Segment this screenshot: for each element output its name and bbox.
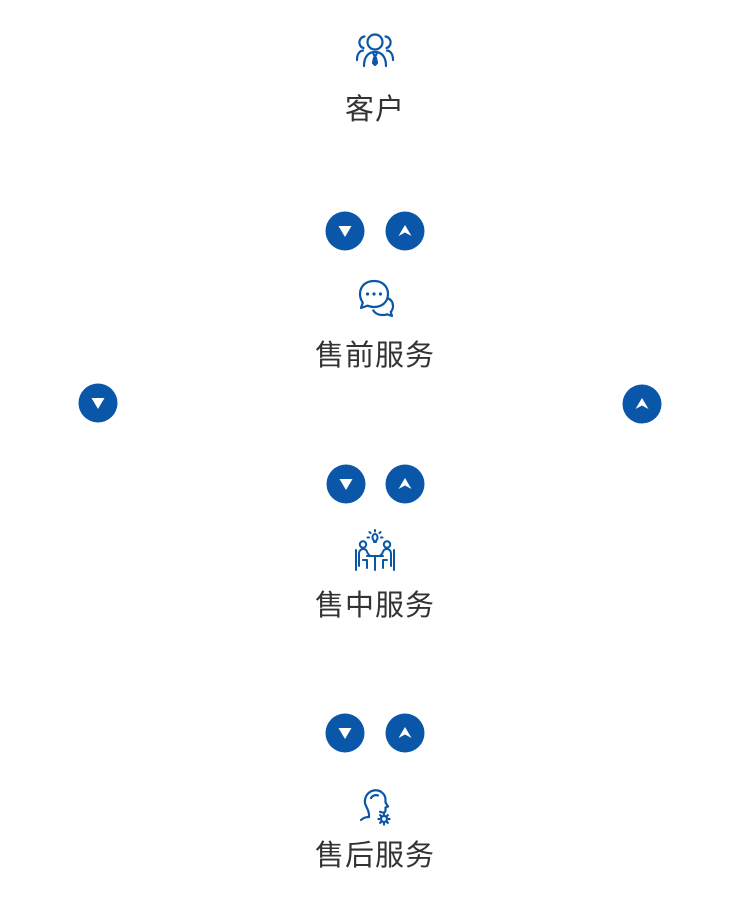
chevron-up-icon <box>385 464 425 504</box>
move-up-button[interactable] <box>385 713 425 753</box>
chevron-down-icon <box>326 464 366 504</box>
chevron-up-icon <box>622 384 662 424</box>
chevron-up-icon <box>385 211 425 251</box>
customer-group-icon <box>345 27 405 73</box>
move-down-button[interactable] <box>325 211 365 251</box>
stage-label-insales: 售中服务 <box>314 588 435 622</box>
move-down-button[interactable] <box>325 713 365 753</box>
move-up-button-right[interactable] <box>622 384 662 424</box>
move-down-button[interactable] <box>326 464 366 504</box>
meeting-table-icon <box>345 527 405 573</box>
stage-label-aftersales: 售后服务 <box>314 838 435 872</box>
chevron-down-icon <box>325 211 365 251</box>
stage-label-customer: 客户 <box>344 92 405 126</box>
move-up-button[interactable] <box>385 211 425 251</box>
move-down-button-left[interactable] <box>78 383 118 423</box>
chevron-up-icon <box>385 713 425 753</box>
chevron-down-icon <box>78 383 118 423</box>
move-up-button[interactable] <box>385 464 425 504</box>
stage-label-presales: 售前服务 <box>314 338 435 372</box>
chat-bubbles-icon <box>345 275 405 321</box>
chevron-down-icon <box>325 713 365 753</box>
support-agent-icon <box>345 783 405 829</box>
